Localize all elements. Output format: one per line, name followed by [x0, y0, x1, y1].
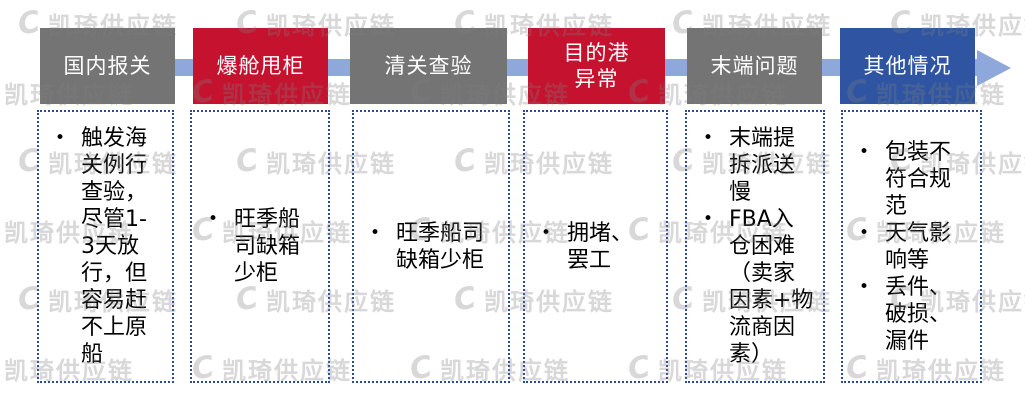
bullet-text: 触发海 关例行 查验， 尽管1- 3天放 行，但 容易赶 不上原 船: [81, 126, 148, 367]
detail-box-customs-inspection: • 旺季船司 缺箱少柜: [352, 110, 510, 383]
bullet-item: • 触发海 关例行 查验， 尽管1- 3天放 行，但 容易赶 不上原 船: [55, 125, 168, 368]
bullet-text: 包装不 符合规 范: [885, 139, 952, 219]
bullet-item: • 丢件、 破损、 漏件: [859, 274, 976, 355]
step-header-destination-port-abnormal: 目的港 异常: [528, 28, 665, 104]
bullet-text: 旺季船 司缺箱 少柜: [234, 207, 301, 286]
bullet-marker: •: [370, 222, 381, 243]
bullet-text: 旺季船司 缺箱少柜: [396, 220, 485, 273]
bullet-marker: •: [541, 222, 552, 243]
bullet-text: FBA入 仓困难 （卖家 因素+物 流商因 素）: [729, 207, 814, 367]
bullet-text: 丢件、 破损、 漏件: [885, 274, 952, 354]
bullet-item: • 旺季船司 缺箱少柜: [370, 220, 504, 274]
bullet-item: • FBA入 仓困难 （卖家 因素+物 流商因 素）: [703, 206, 819, 368]
step-header-other-situations: 其他情况: [840, 28, 975, 104]
bullet-marker: •: [859, 141, 870, 162]
detail-box-destination-port-abnormal: • 拥堵、 罢工: [523, 110, 668, 383]
bullet-marker: •: [208, 209, 219, 229]
bullet-text: 天气影 响等: [885, 220, 952, 273]
step-header-last-mile-issues: 末端问题: [687, 28, 822, 104]
brand-logo-icon: C: [15, 4, 43, 43]
bullet-item: • 拥堵、 罢工: [541, 220, 662, 274]
bullet-marker: •: [859, 276, 870, 297]
bullet-text: 末端提 拆派送 慢: [729, 126, 796, 205]
detail-box-domestic-customs: • 触发海 关例行 查验， 尽管1- 3天放 行，但 容易赶 不上原 船: [37, 110, 174, 383]
detail-box-rolled-cargo: • 旺季船 司缺箱 少柜: [190, 110, 330, 383]
flow-arrow-head-icon: [977, 50, 1011, 86]
bullet-item: • 旺季船 司缺箱 少柜: [208, 206, 324, 287]
bullet-item: • 末端提 拆派送 慢: [703, 125, 819, 206]
bullet-marker: •: [859, 222, 870, 243]
step-header-customs-inspection: 清关查验: [350, 28, 507, 104]
bullet-marker: •: [703, 128, 714, 148]
bullet-item: • 天气影 响等: [859, 220, 976, 274]
detail-box-other-situations: • 包装不 符合规 范 • 天气影 响等 • 丢件、 破损、 漏件: [841, 110, 982, 383]
bullet-text: 拥堵、 罢工: [567, 220, 634, 273]
bullet-marker: •: [703, 209, 714, 229]
detail-box-last-mile-issues: • 末端提 拆派送 慢 • FBA入 仓困难 （卖家 因素+物 流商因 素）: [685, 110, 825, 383]
bullet-marker: •: [55, 128, 66, 148]
bullet-item: • 包装不 符合规 范: [859, 139, 976, 220]
step-header-domestic-customs: 国内报关: [40, 28, 175, 104]
step-header-rolled-cargo: 爆舱甩柜: [193, 28, 328, 104]
